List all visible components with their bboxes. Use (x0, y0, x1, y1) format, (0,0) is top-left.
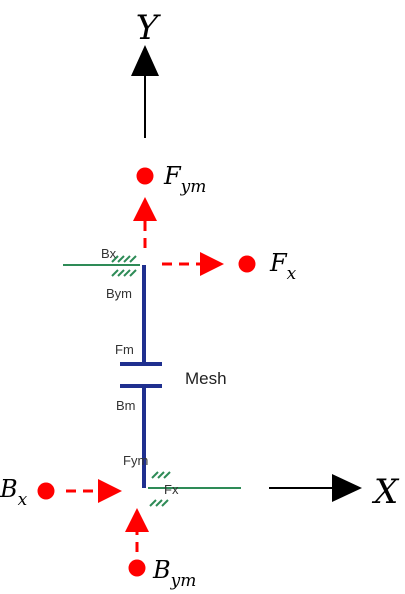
force-fx: Fx (162, 249, 297, 284)
top-hatch-lower (111, 269, 137, 277)
bottom-hatch-upper (151, 471, 171, 479)
force-bym-label: Bym (152, 556, 196, 591)
force-bx: Bx (0, 475, 122, 510)
force-fym-dot (136, 167, 154, 185)
top-bearing (63, 255, 140, 277)
y-axis: Y (131, 8, 162, 138)
label-top-bx: Bx (101, 246, 117, 261)
force-fx-label: Fx (269, 249, 297, 284)
shaft (120, 265, 162, 488)
force-fym-label: Fym (163, 162, 206, 197)
bottom-bearing (148, 471, 241, 507)
force-fym: Fym (133, 162, 206, 248)
x-axis: X (269, 472, 400, 512)
label-bottom-fx: Fx (164, 482, 179, 497)
force-bx-label: Bx (0, 475, 28, 510)
force-fx-dot (238, 255, 256, 273)
top-hatch-upper (111, 255, 137, 263)
label-bottom-fym: Fym (123, 453, 148, 468)
label-mesh: Mesh (185, 369, 227, 388)
label-top-bym: Bym (106, 286, 132, 301)
label-fm: Fm (115, 342, 134, 357)
x-axis-arrowhead (332, 474, 362, 502)
x-axis-label: X (371, 472, 400, 512)
y-axis-arrowhead (131, 45, 159, 76)
force-bx-dot (37, 482, 55, 500)
bottom-hatch-lower (149, 499, 169, 507)
force-bym-dot (128, 559, 146, 577)
force-bym: Bym (125, 508, 196, 591)
label-bm: Bm (116, 398, 136, 413)
y-axis-label: Y (136, 8, 162, 48)
